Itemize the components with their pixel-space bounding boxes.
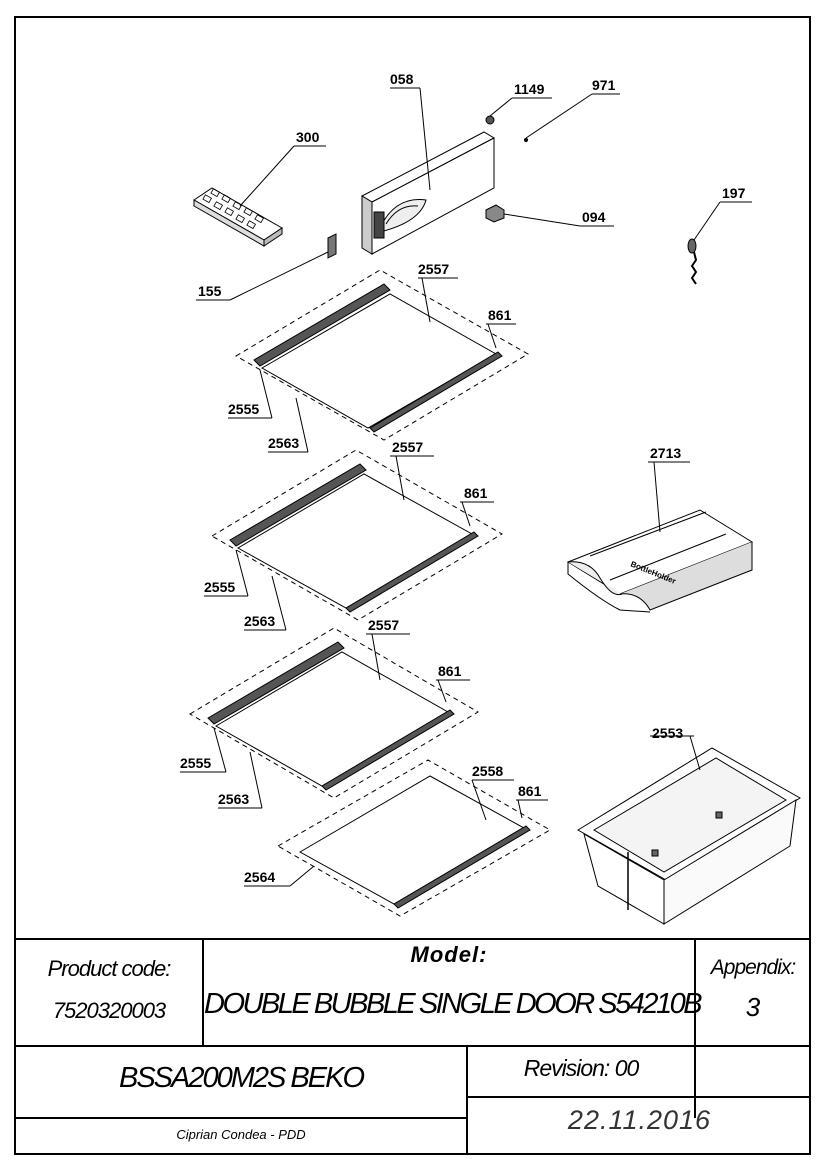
callout-058: 058 — [390, 71, 414, 87]
freezer-door-part — [360, 87, 496, 255]
callout-2557-shelf1: 2557 — [418, 261, 449, 277]
ice-tray-part — [193, 145, 326, 247]
callout-197: 197 — [722, 185, 746, 201]
appendix-label: Appendix: — [710, 956, 796, 979]
author: Ciprian Condea - PDD — [176, 1127, 306, 1142]
product-name: BSSA200M2S BEKO — [118, 1062, 365, 1094]
crisper-cover-shelf — [244, 759, 552, 917]
lamp-cover-part — [687, 201, 752, 285]
model-label: Model: — [410, 942, 488, 967]
glass-shelf-1 — [228, 269, 529, 453]
callout-2553: 2553 — [652, 725, 683, 741]
screw-part — [485, 97, 552, 125]
callout-1149: 1149 — [514, 81, 545, 97]
revision: Revision: 00 — [523, 1055, 640, 1081]
callout-861-shelf2: 861 — [464, 485, 488, 501]
clip-part — [196, 233, 337, 301]
callout-861-shelf4: 861 — [518, 783, 542, 799]
callout-155: 155 — [198, 283, 222, 299]
product-code-value: 7520320003 — [52, 998, 166, 1023]
callout-861-shelf1: 861 — [488, 307, 512, 323]
callout-2555-shelf1: 2555 — [228, 401, 259, 417]
crisper-drawer-part — [577, 735, 801, 925]
callout-300: 300 — [296, 129, 320, 145]
callout-2557-shelf2: 2557 — [392, 439, 423, 455]
bottle-holder-part — [566, 461, 754, 613]
callout-2563-shelf1: 2563 — [268, 435, 299, 451]
callout-2555-shelf2: 2555 — [204, 579, 235, 595]
exploded-parts-diagram: 058 1149 971 300 094 197 155 2557 861 25… — [180, 71, 801, 925]
glass-shelf-2 — [204, 449, 503, 631]
pin-part — [524, 93, 620, 142]
model-name: DOUBLE BUBBLE SINGLE DOOR S54210B — [204, 988, 703, 1020]
callout-2564: 2564 — [244, 869, 275, 885]
appendix-number: 3 — [745, 992, 761, 1022]
callout-861-shelf3: 861 — [438, 663, 462, 679]
callout-2558: 2558 — [472, 763, 503, 779]
revision-date: 22.11.2016 — [567, 1105, 712, 1135]
callout-094: 094 — [582, 209, 606, 225]
callout-971: 971 — [592, 77, 616, 93]
callout-2563-shelf2: 2563 — [244, 613, 275, 629]
callout-2563-shelf3: 2563 — [218, 791, 249, 807]
callout-2555-shelf3: 2555 — [180, 755, 211, 771]
callout-2713: 2713 — [650, 445, 681, 461]
callout-2557-shelf3: 2557 — [368, 617, 399, 633]
hinge-part — [485, 204, 614, 227]
glass-shelf-3 — [180, 627, 479, 809]
product-code-label: Product code: — [47, 956, 172, 981]
drawing-frame — [14, 16, 811, 1155]
